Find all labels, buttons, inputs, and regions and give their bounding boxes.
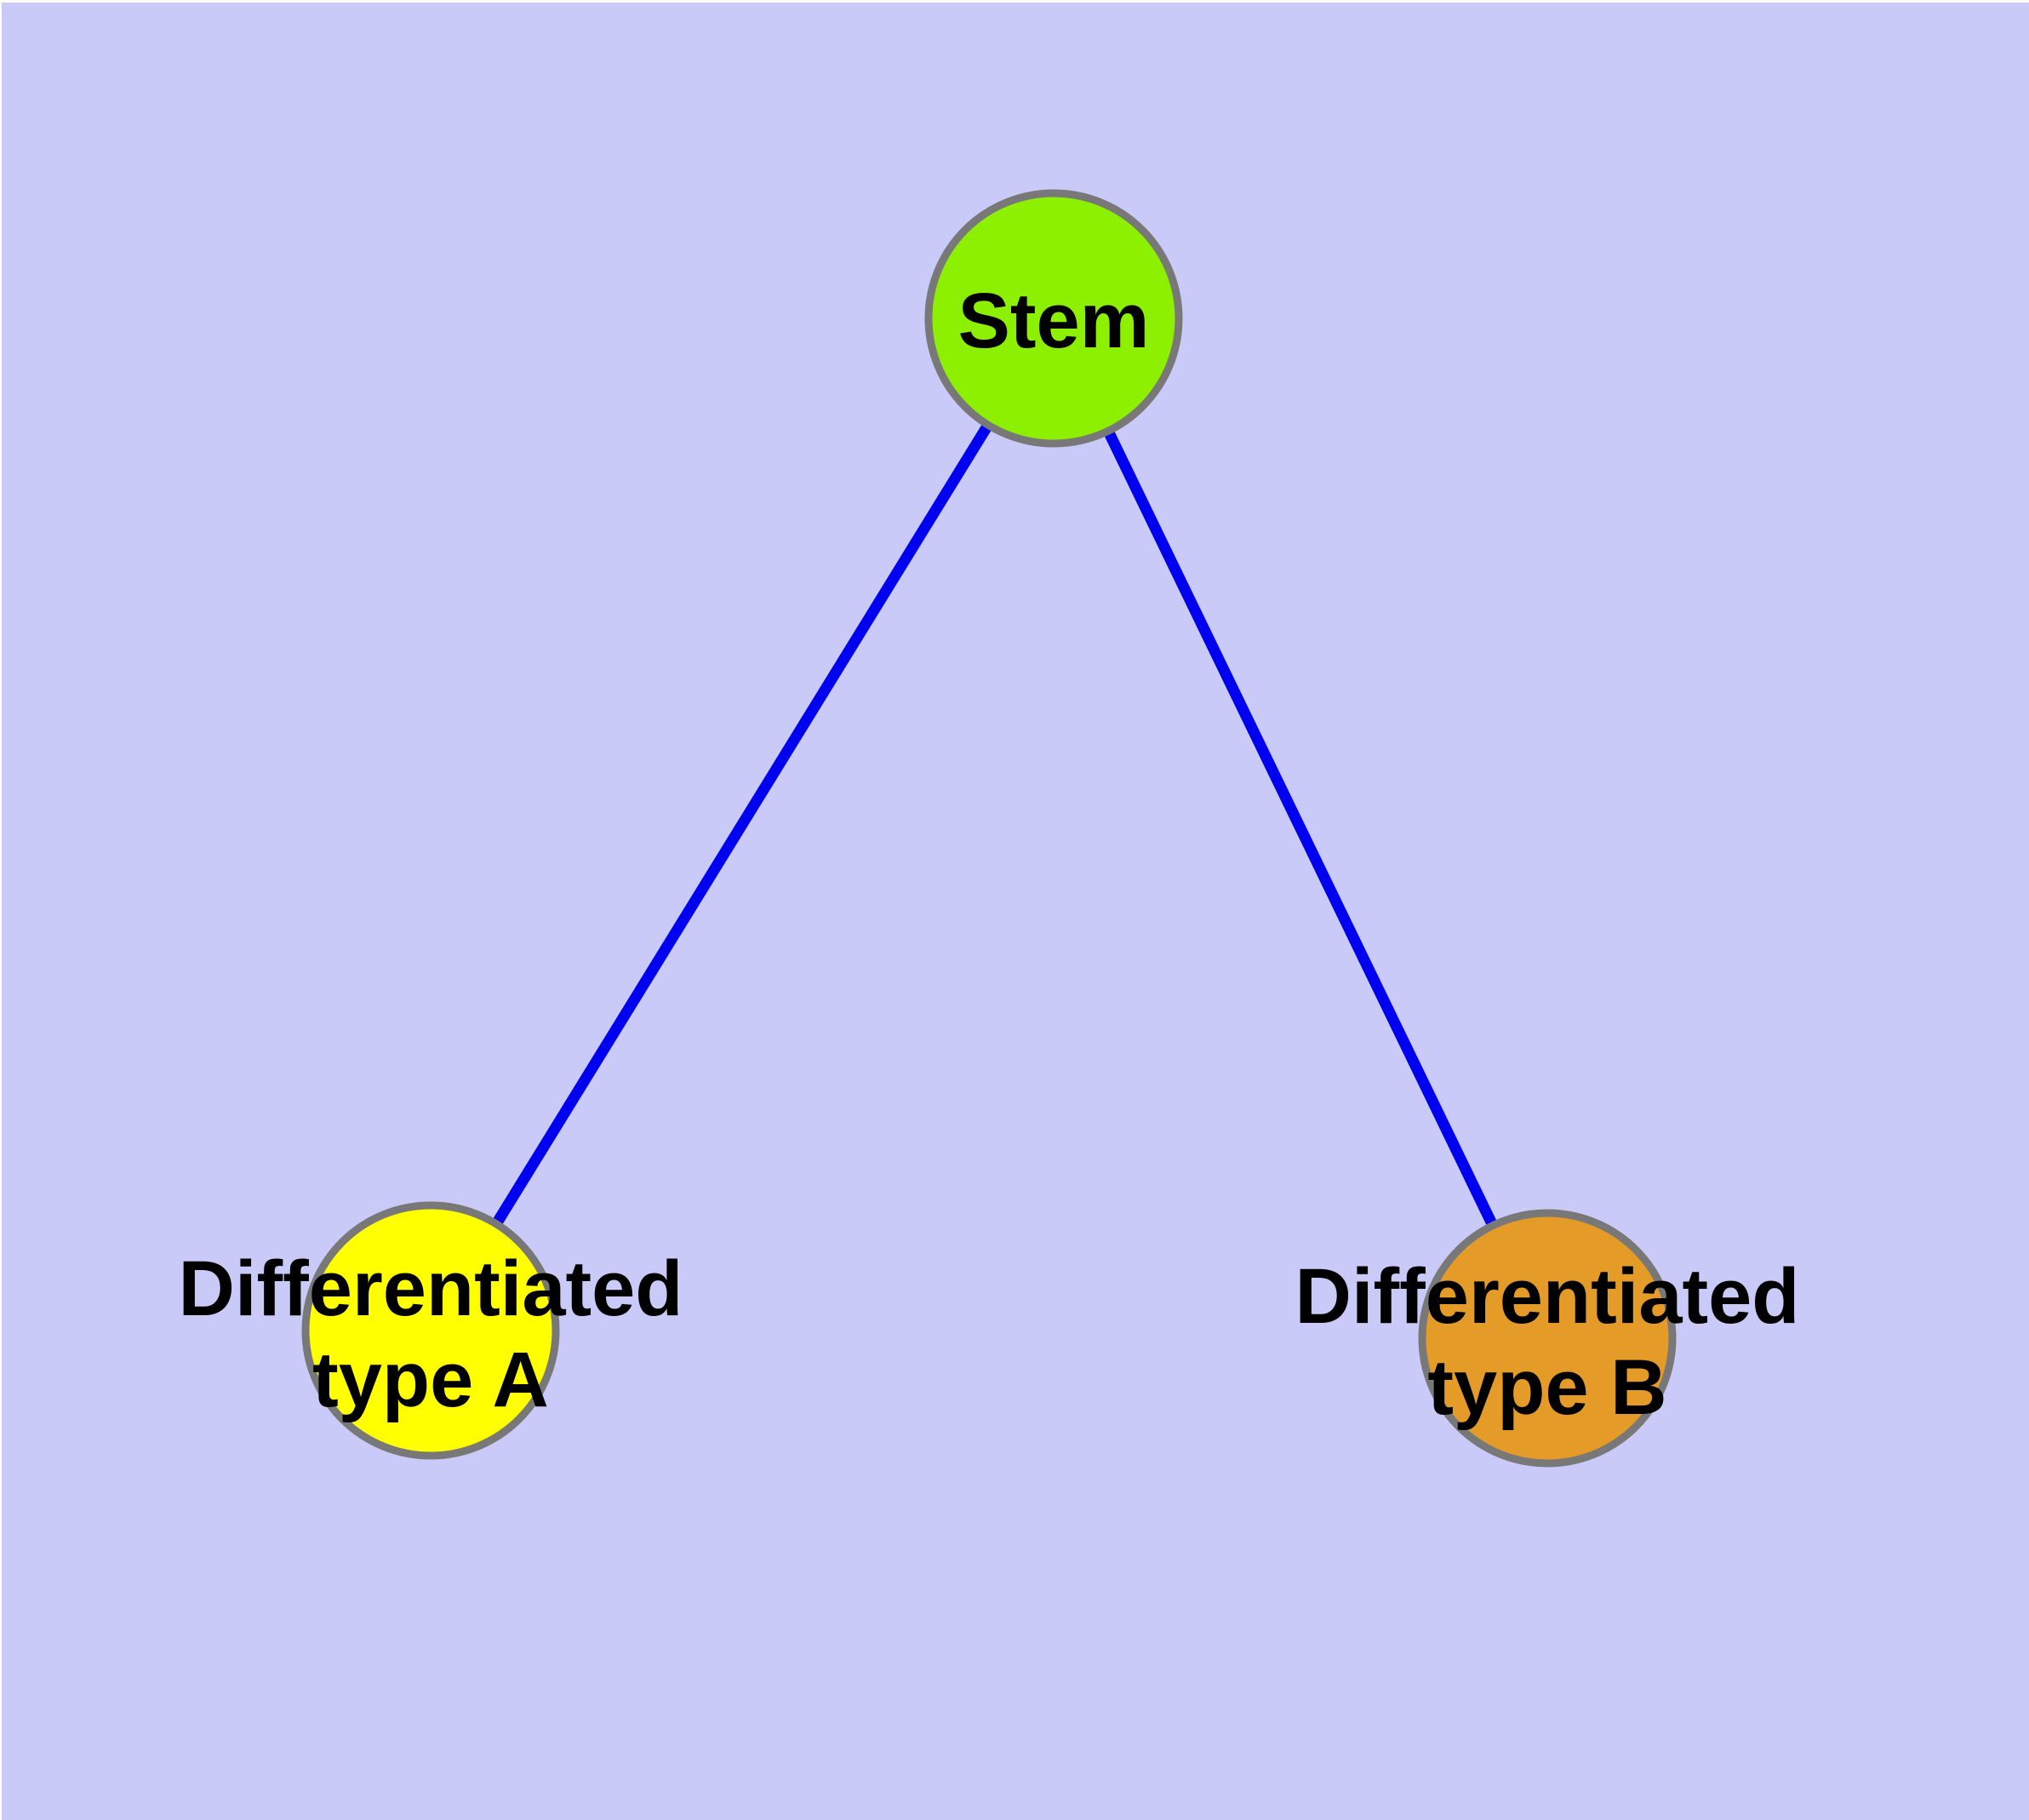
- node-type-a-label-line1: Differentiated: [179, 1245, 683, 1332]
- edge-stem-to-type-a: [426, 315, 1059, 1334]
- node-stem-circle: [924, 189, 1183, 448]
- node-type-b-label-line1: Differentiated: [1295, 1253, 1800, 1340]
- node-type-b-label-line2: type B: [1427, 1344, 1666, 1431]
- node-type-a-label-line2: type A: [312, 1336, 549, 1423]
- node-type-b-circle: [1418, 1209, 1677, 1468]
- node-stem-label: Stem: [958, 278, 1150, 364]
- edge-stem-to-type-b: [1049, 316, 1552, 1341]
- node-type-a-circle: [301, 1201, 560, 1460]
